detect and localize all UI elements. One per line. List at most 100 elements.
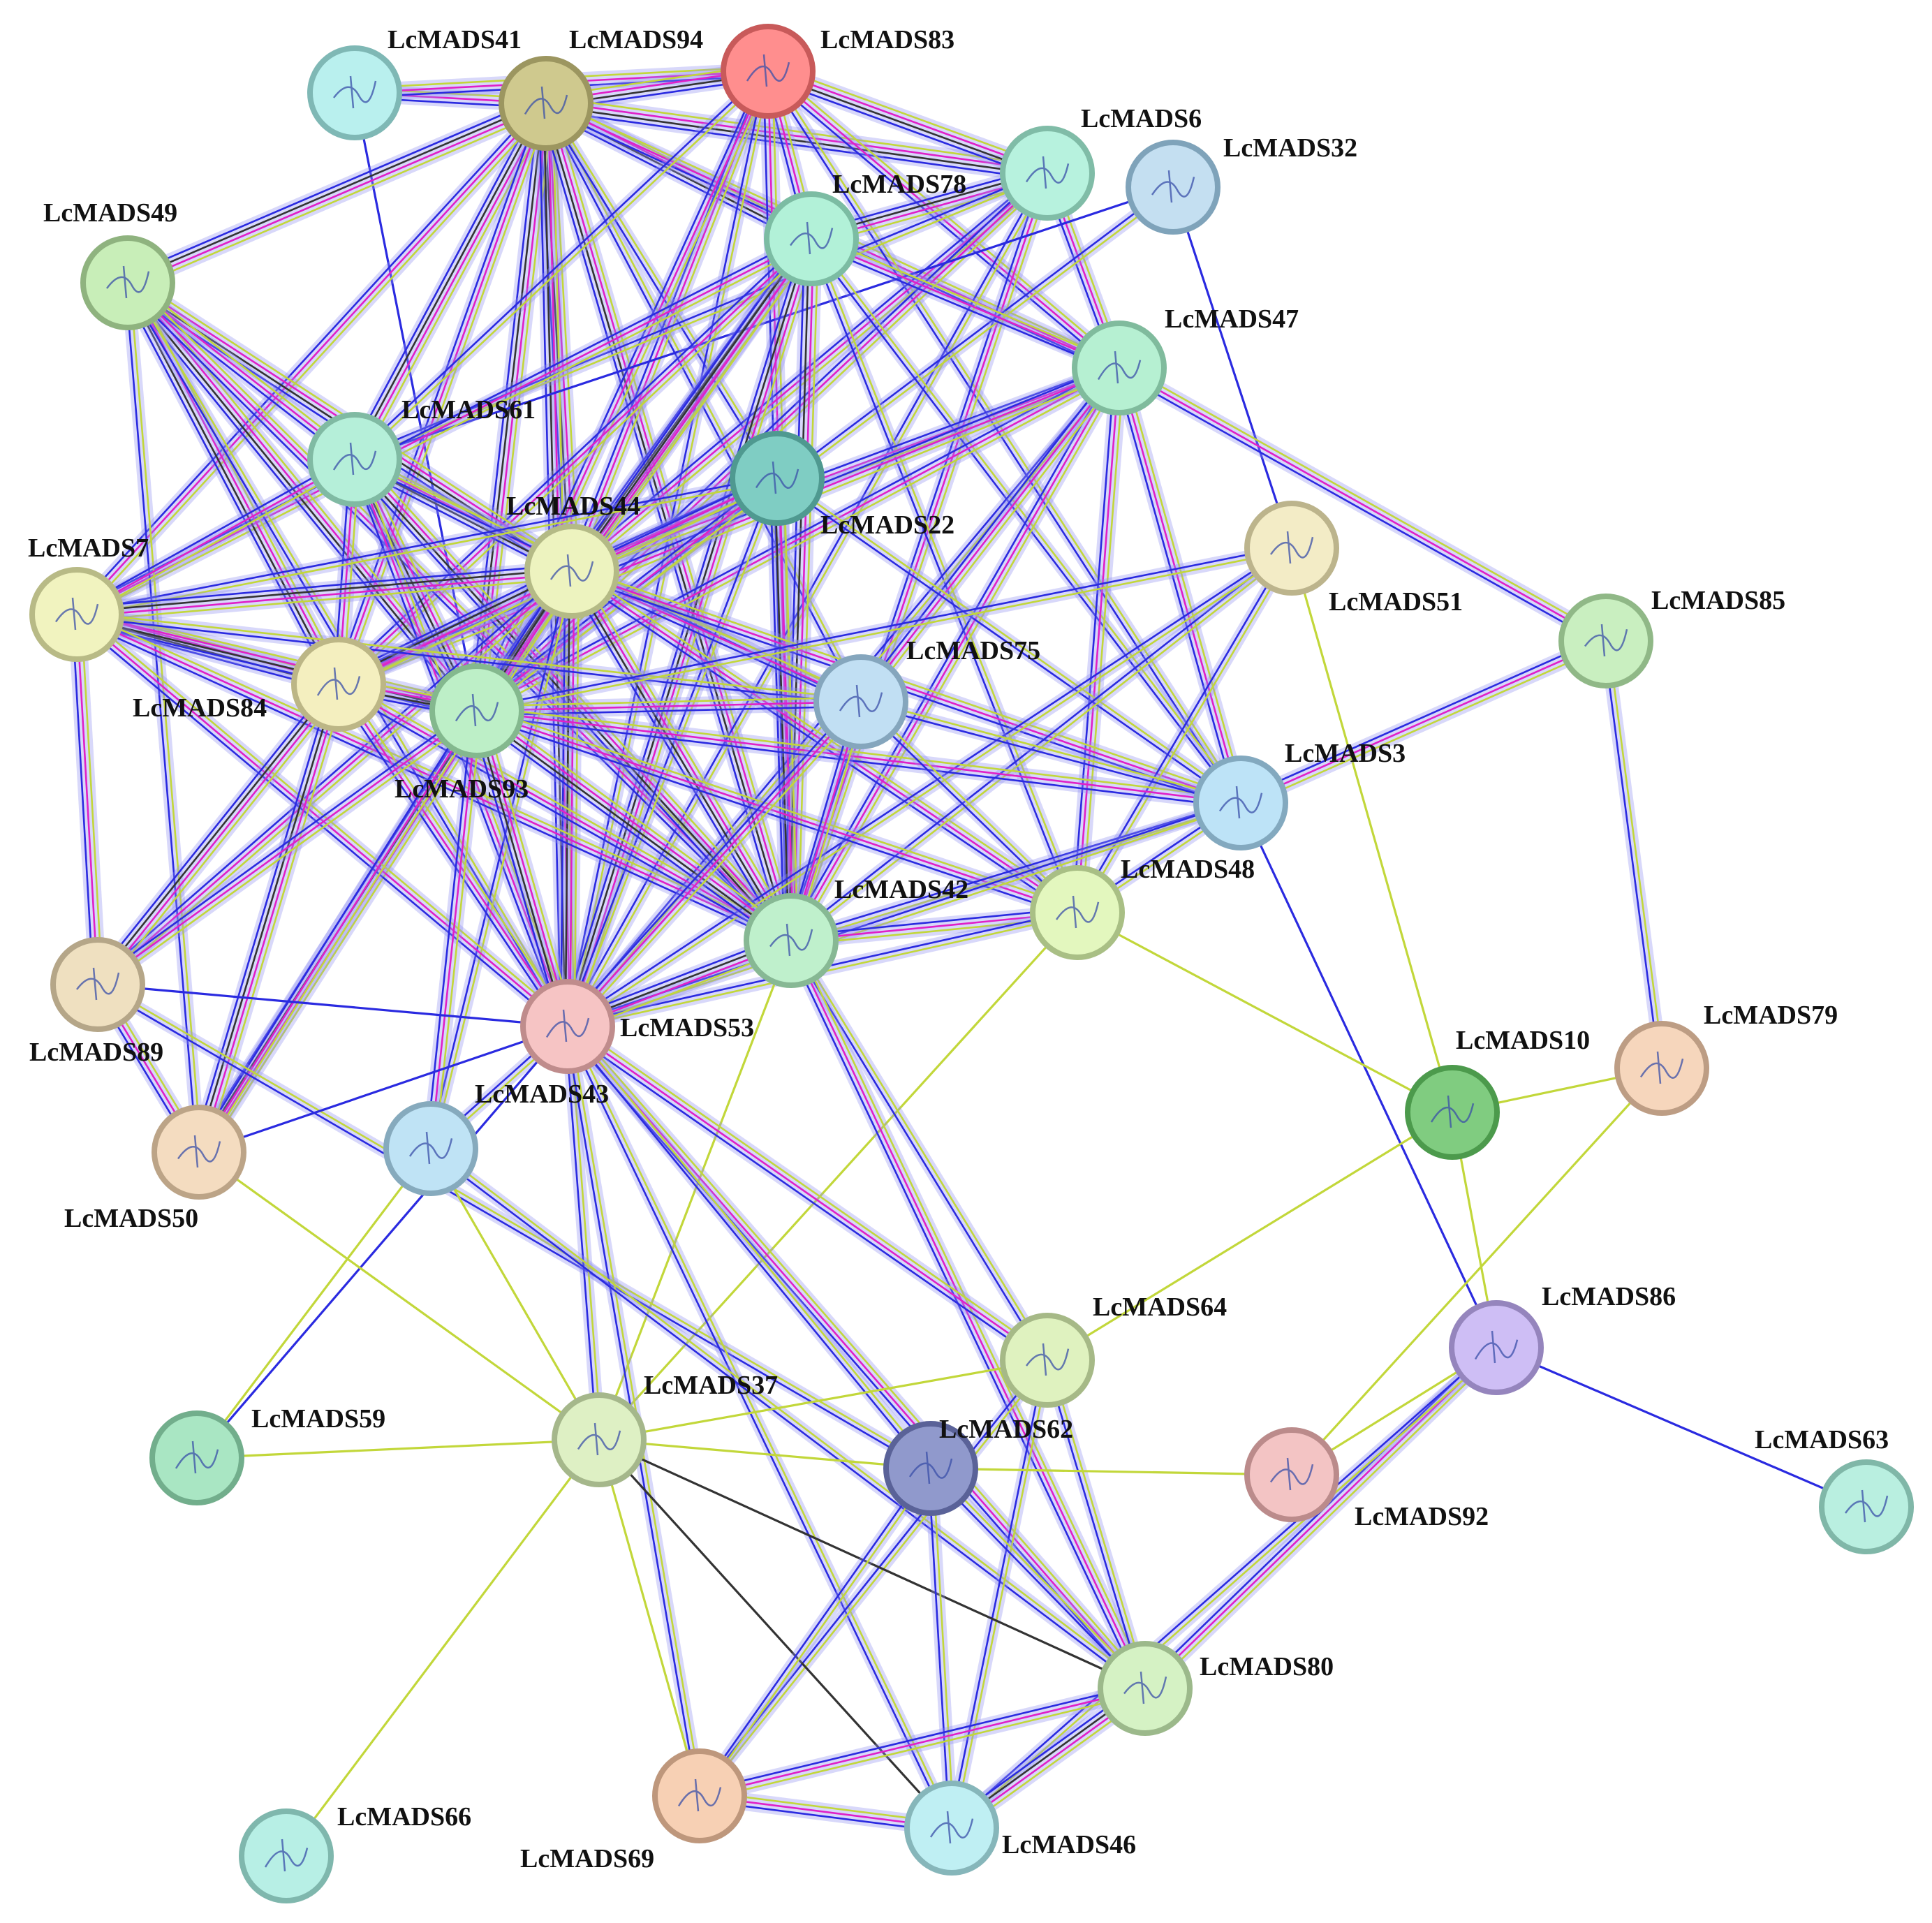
node-lcmads47[interactable] xyxy=(1072,320,1167,415)
edge-LcMADS44-LcMADS42 xyxy=(562,565,801,947)
node-lcmads32[interactable] xyxy=(1126,140,1221,235)
edge-strand-blue xyxy=(928,1469,1144,1691)
node-lcmads22[interactable] xyxy=(730,431,825,526)
node-circle[interactable] xyxy=(50,937,145,1032)
node-lcmads53[interactable] xyxy=(520,979,615,1074)
node-lcmads62[interactable] xyxy=(883,1421,978,1516)
node-lcmads59[interactable] xyxy=(149,1410,244,1505)
edge-strand-yellow xyxy=(598,1359,1048,1441)
node-circle[interactable] xyxy=(429,663,524,758)
node-lcmads93[interactable] xyxy=(429,663,524,758)
node-label: LcMADS47 xyxy=(1165,304,1299,334)
node-circle[interactable] xyxy=(552,1392,647,1487)
node-circle[interactable] xyxy=(1126,140,1221,235)
node-lcmads92[interactable] xyxy=(1244,1427,1339,1522)
node-circle[interactable] xyxy=(524,524,619,619)
edge-strand-blue xyxy=(97,983,568,1028)
node-lcmads84[interactable] xyxy=(291,637,386,732)
node-lcmads48[interactable] xyxy=(1030,865,1125,960)
edge-LcMADS44-LcMADS53 xyxy=(556,570,583,1027)
node-circle[interactable] xyxy=(652,1748,747,1843)
node-lcmads94[interactable] xyxy=(499,56,593,151)
protein-structure-icon xyxy=(332,442,377,476)
node-lcmads41[interactable] xyxy=(307,45,402,140)
edge-LcMADS62-LcMADS69 xyxy=(694,1464,936,1800)
node-circle[interactable] xyxy=(1244,1427,1339,1522)
edge-LcMADS7-LcMADS93 xyxy=(74,603,480,722)
node-circle[interactable] xyxy=(383,1101,478,1196)
node-lcmads37[interactable] xyxy=(552,1392,647,1487)
node-lcmads86[interactable] xyxy=(1449,1300,1544,1395)
edge-LcMADS37-LcMADS80 xyxy=(598,1438,1146,1690)
node-circle[interactable] xyxy=(1193,756,1288,850)
node-lcmads43[interactable] xyxy=(383,1101,478,1196)
node-lcmads10[interactable] xyxy=(1405,1065,1500,1160)
node-circle[interactable] xyxy=(149,1410,244,1505)
node-circle[interactable] xyxy=(80,235,175,330)
node-lcmads75[interactable] xyxy=(813,654,908,749)
edge-strand-black xyxy=(124,283,338,686)
edge-strand-yellow xyxy=(1047,1111,1453,1362)
node-lcmads3[interactable] xyxy=(1193,756,1288,850)
node-lcmads80[interactable] xyxy=(1098,1641,1193,1736)
node-lcmads42[interactable] xyxy=(744,893,839,988)
edge-strand-blue xyxy=(1044,1360,1144,1690)
node-lcmads51[interactable] xyxy=(1244,501,1339,596)
edge-strand-yellow xyxy=(98,982,933,1468)
node-circle[interactable] xyxy=(883,1421,978,1516)
node-circle[interactable] xyxy=(152,1105,246,1200)
node-lcmads69[interactable] xyxy=(652,1748,747,1843)
node-circle[interactable] xyxy=(730,431,825,526)
node-lcmads89[interactable] xyxy=(50,937,145,1032)
edge-strand-yellow xyxy=(1121,363,1609,638)
node-lcmads66[interactable] xyxy=(239,1808,334,1903)
protein-structure-icon xyxy=(1430,1095,1475,1128)
node-lcmads78[interactable] xyxy=(764,191,859,286)
node-lcmads50[interactable] xyxy=(152,1105,246,1200)
node-lcmads6[interactable] xyxy=(1000,126,1095,221)
node-circle[interactable] xyxy=(1244,501,1339,596)
node-circle[interactable] xyxy=(499,56,593,151)
node-lcmads64[interactable] xyxy=(1000,1313,1095,1408)
edge-LcMADS43-LcMADS59 xyxy=(196,1148,432,1459)
edges-layer xyxy=(68,60,1867,1857)
node-circle[interactable] xyxy=(721,24,816,119)
node-lcmads83[interactable] xyxy=(721,24,816,119)
node-lcmads85[interactable] xyxy=(1558,594,1653,688)
edge-strand-magenta xyxy=(1118,367,1242,804)
node-circle[interactable] xyxy=(1000,126,1095,221)
node-circle[interactable] xyxy=(307,45,402,140)
node-lcmads46[interactable] xyxy=(904,1781,999,1876)
protein-structure-icon xyxy=(1639,1051,1684,1084)
edge-strand-magenta xyxy=(1144,1347,1497,1689)
node-circle[interactable] xyxy=(1819,1459,1914,1554)
node-circle[interactable] xyxy=(520,979,615,1074)
node-circle[interactable] xyxy=(291,637,386,732)
node-circle[interactable] xyxy=(307,412,402,507)
node-label: LcMADS22 xyxy=(820,510,954,540)
edge-halo xyxy=(563,543,1296,1032)
node-circle[interactable] xyxy=(1098,1641,1193,1736)
node-circle[interactable] xyxy=(1614,1021,1709,1116)
node-lcmads49[interactable] xyxy=(80,235,175,330)
node-circle[interactable] xyxy=(813,654,908,749)
node-label: LcMADS42 xyxy=(834,875,968,904)
node-circle[interactable] xyxy=(1030,865,1125,960)
node-lcmads7[interactable] xyxy=(29,567,124,662)
node-circle[interactable] xyxy=(744,893,839,988)
node-circle[interactable] xyxy=(764,191,859,286)
node-circle[interactable] xyxy=(1449,1300,1544,1395)
node-lcmads79[interactable] xyxy=(1614,1021,1709,1116)
edge-LcMADS64-LcMADS37 xyxy=(598,1359,1048,1441)
edge-strand-blue xyxy=(1114,369,1237,805)
node-circle[interactable] xyxy=(1072,320,1167,415)
node-circle[interactable] xyxy=(1000,1313,1095,1408)
node-lcmads44[interactable] xyxy=(524,524,619,619)
node-lcmads61[interactable] xyxy=(307,412,402,507)
node-circle[interactable] xyxy=(239,1808,334,1903)
node-lcmads63[interactable] xyxy=(1819,1459,1914,1554)
node-circle[interactable] xyxy=(1405,1065,1500,1160)
node-circle[interactable] xyxy=(904,1781,999,1876)
node-circle[interactable] xyxy=(29,567,124,662)
node-circle[interactable] xyxy=(1558,594,1653,688)
